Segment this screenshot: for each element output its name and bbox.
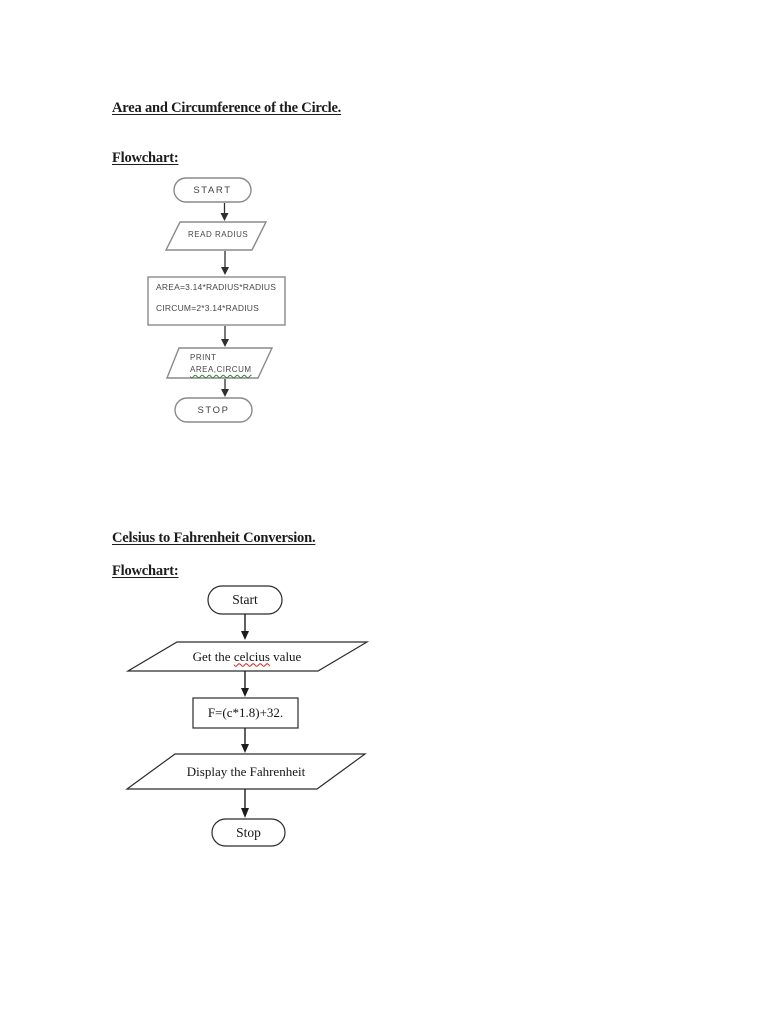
start-node-label: Start [232, 592, 258, 607]
start-node-label: START [193, 184, 232, 196]
stop-terminator-shape [211, 818, 286, 847]
section2-flowchart-label: Flowchart: [112, 563, 179, 579]
flowchart-celsius-fahrenheit: Start Get the celcius value F=(c*1.8)+32… [110, 580, 380, 852]
section2-title: Celsius to Fahrenheit Conversion. [112, 530, 316, 546]
flowchart-area-circumference: START READ RADIUS AREA=3.14*RADIUS*RADIU… [140, 172, 300, 428]
misspelling-squiggle-text: celcius [233, 648, 270, 664]
input-node-label: READ RADIUS [188, 230, 249, 239]
input-node-label: Get the celcius value [127, 642, 367, 671]
stop-terminator-shape [174, 397, 253, 423]
process-node-line1: AREA=3.14*RADIUS*RADIUS [156, 282, 277, 292]
misspelling-squiggle-text: AREA,CIRCUM [190, 365, 252, 374]
process-node-line2: CIRCUM=2*3.14*RADIUS [156, 303, 259, 313]
output-node-label: Display the Fahrenheit [186, 763, 306, 779]
flowchart2-strokes [125, 585, 370, 847]
input-parallelogram-shape [125, 641, 370, 672]
start-terminator-shape [173, 177, 252, 203]
process-node-label: F=(c*1.8)+32. [207, 705, 284, 720]
process-rectangle-shape [147, 276, 286, 326]
input-text-post: value [269, 648, 302, 664]
section1-title: Area and Circumference of the Circle. [112, 100, 342, 116]
input-parallelogram-shape [164, 221, 268, 251]
input-text-pre: Get the [192, 648, 234, 664]
output-parallelogram-shape [125, 753, 367, 790]
flowchart1-strokes [147, 177, 286, 423]
output-node-line1: PRINT [190, 353, 217, 362]
section1-flowchart-label: Flowchart: [112, 150, 179, 166]
stop-node-label: Stop [236, 824, 261, 840]
stop-node-label: STOP [197, 404, 230, 416]
output-node-line2: AREA,CIRCUM [190, 365, 252, 374]
output-parallelogram-shape [165, 347, 274, 379]
